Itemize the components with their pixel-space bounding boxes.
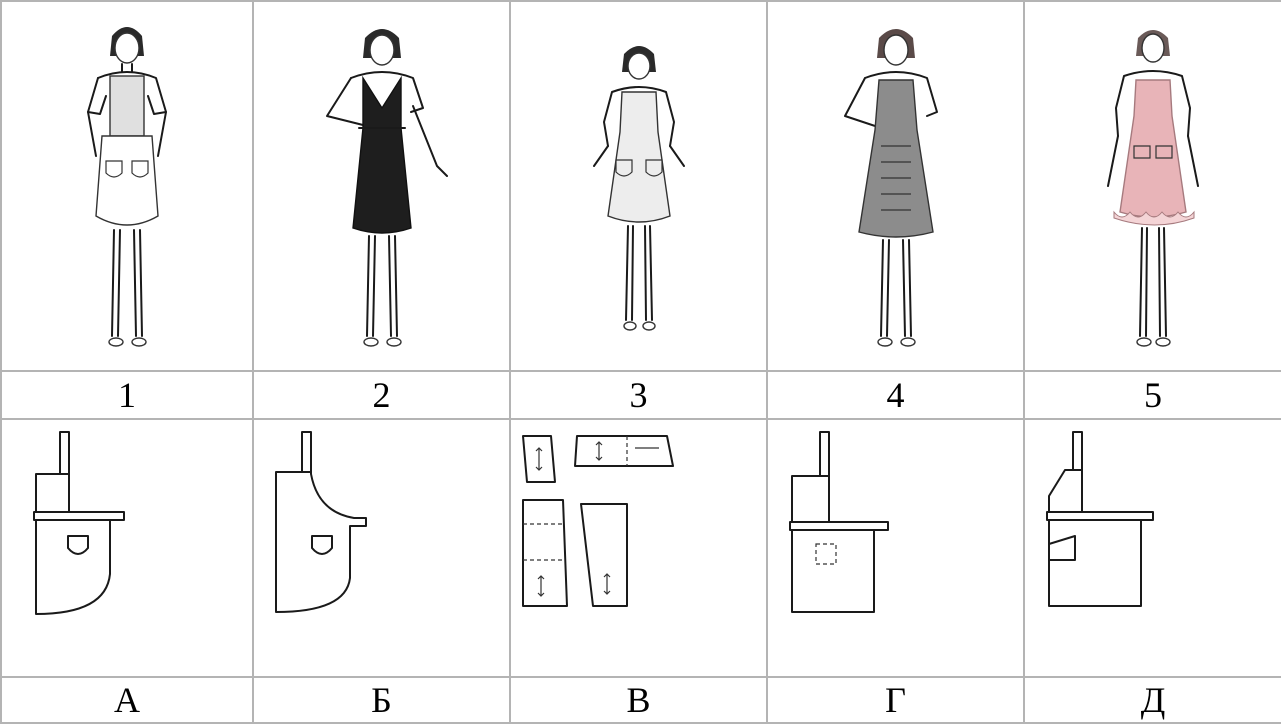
pattern-drawing-d — [1046, 431, 1154, 607]
patterns-row — [0, 418, 1281, 678]
model-number-1: 1 — [118, 375, 136, 415]
apron-model-figure-2 — [325, 29, 448, 347]
model-cell-1 — [0, 0, 254, 372]
model-number-4: 4 — [886, 375, 905, 415]
models-row — [0, 0, 1281, 372]
model-cell-2 — [252, 0, 511, 372]
pattern-letter-d: Д — [1140, 680, 1166, 720]
model-number-2: 2 — [372, 375, 391, 415]
pattern-cell-d — [1023, 418, 1281, 678]
model-number-5: 5 — [1144, 375, 1162, 415]
pattern-letter-g: Г — [885, 680, 906, 720]
apron-model-figure-1 — [87, 27, 167, 347]
pattern-drawing-c — [522, 435, 674, 607]
pattern-drawing-b — [275, 431, 367, 613]
pattern-cell-b — [252, 418, 511, 678]
model-cell-5 — [1023, 0, 1281, 372]
pattern-drawing-g — [789, 431, 889, 613]
pattern-letter-v: В — [626, 680, 651, 720]
model-cell-3 — [509, 0, 768, 372]
pattern-letter-a: А — [114, 680, 140, 720]
model-cell-4 — [766, 0, 1025, 372]
pattern-letter-b: Б — [371, 680, 392, 720]
pattern-cell-c — [509, 418, 768, 678]
letters-row: А Б В Г Д — [0, 676, 1281, 724]
apron-model-figure-5 — [1107, 30, 1199, 347]
pattern-drawing-a — [33, 431, 125, 615]
pattern-cell-g — [766, 418, 1025, 678]
apron-model-figure-4 — [843, 29, 938, 347]
apron-model-figure-3 — [592, 46, 685, 331]
numbers-row: 1 2 3 4 5 — [0, 370, 1281, 420]
pattern-cell-a — [0, 418, 254, 678]
model-number-3: 3 — [629, 375, 648, 415]
